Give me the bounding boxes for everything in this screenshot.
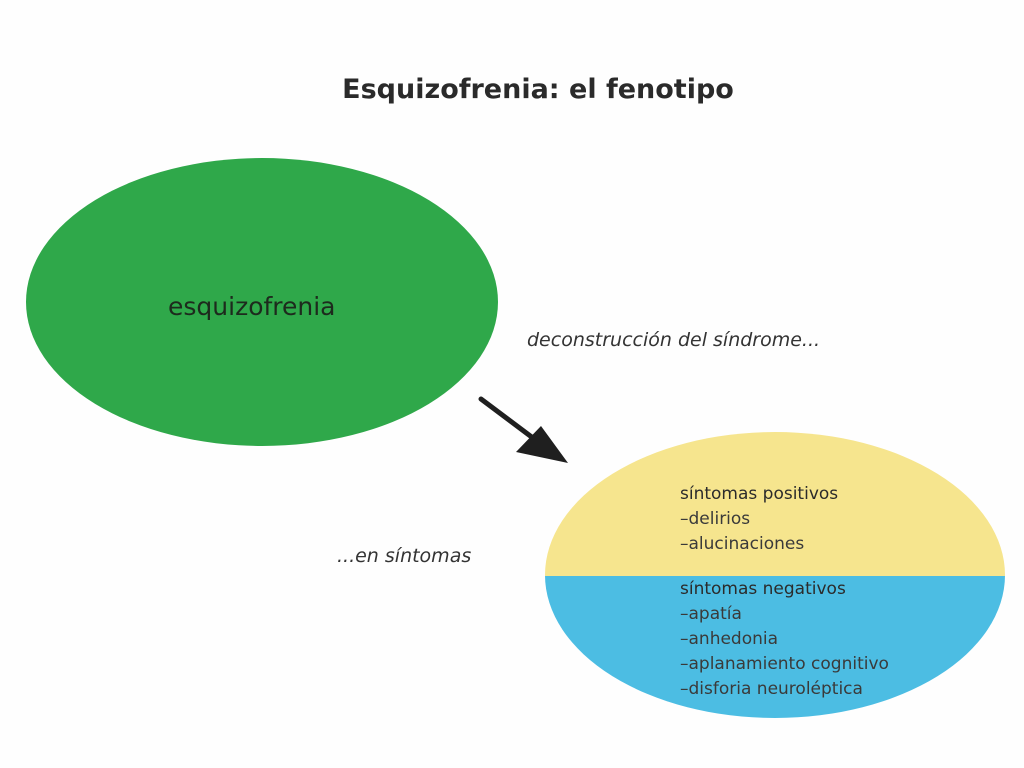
positive-symptoms-heading: síntomas positivos (680, 484, 839, 504)
positive-symptom-item: –delirios (680, 509, 751, 529)
page-title: Esquizofrenia: el fenotipo (342, 74, 734, 105)
negative-symptom-item: –anhedonia (680, 629, 779, 649)
deconstruction-note: deconstrucción del síndrome... (527, 329, 821, 351)
negative-symptoms-heading: síntomas negativos (680, 579, 846, 599)
positive-symptoms-list: síntomas positivos –delirios –alucinacio… (680, 482, 838, 557)
negative-symptoms-list: síntomas negativos –apatía –anhedonia –a… (680, 577, 889, 702)
negative-symptom-item: –aplanamiento cognitivo (680, 654, 889, 674)
syndrome-ellipse (26, 158, 498, 446)
positive-symptom-item: –alucinaciones (680, 534, 805, 554)
negative-symptom-item: –apatía (680, 604, 742, 624)
arrow-down-right-icon (478, 396, 568, 463)
syndrome-label: esquizofrenia (168, 292, 336, 321)
symptoms-note: ...en síntomas (337, 545, 472, 567)
negative-symptom-item: –disforia neuroléptica (680, 679, 863, 699)
